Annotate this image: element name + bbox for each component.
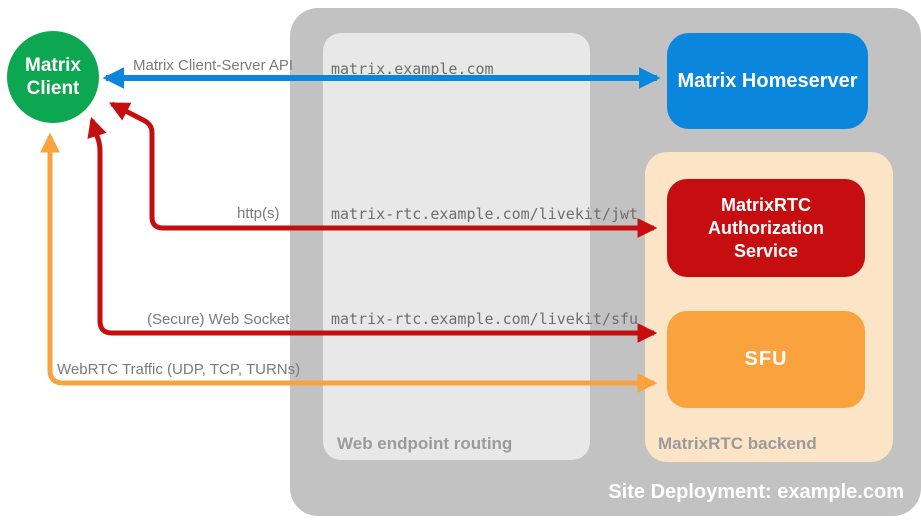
endpoint-livekit-sfu: matrix-rtc.example.com/livekit/sfu bbox=[331, 310, 639, 328]
matrix-client-label: Matrix Client bbox=[25, 55, 81, 99]
matrix-homeserver-node: Matrix Homeserver bbox=[667, 33, 868, 129]
site-deployment-label: Site Deployment: example.com bbox=[608, 481, 904, 503]
matrix-client-node: Matrix Client bbox=[7, 31, 99, 123]
secure-web-socket-label: (Secure) Web Socket bbox=[147, 311, 290, 328]
matrix-client-server-api-label: Matrix Client-Server API bbox=[133, 57, 294, 74]
matrixrtc-authorization-service-label: MatrixRTC Authorization Service bbox=[708, 194, 824, 261]
web-endpoint-routing-label: Web endpoint routing bbox=[337, 434, 513, 453]
matrix-homeserver-label: Matrix Homeserver bbox=[677, 69, 858, 92]
sfu-label: SFU bbox=[744, 348, 788, 370]
endpoint-matrix-example-com: matrix.example.com bbox=[331, 60, 494, 78]
https-label: http(s) bbox=[237, 205, 280, 222]
matrixrtc-backend-label: MatrixRTC backend bbox=[658, 434, 817, 453]
endpoint-livekit-jwt: matrix-rtc.example.com/livekit/jwt bbox=[331, 205, 639, 223]
matrixrtc-authorization-service-node: MatrixRTC Authorization Service bbox=[667, 179, 865, 277]
sfu-node: SFU bbox=[667, 311, 865, 408]
web-endpoint-routing-box bbox=[323, 33, 590, 460]
webrtc-traffic-label: WebRTC Traffic (UDP, TCP, TURNs) bbox=[57, 361, 301, 378]
